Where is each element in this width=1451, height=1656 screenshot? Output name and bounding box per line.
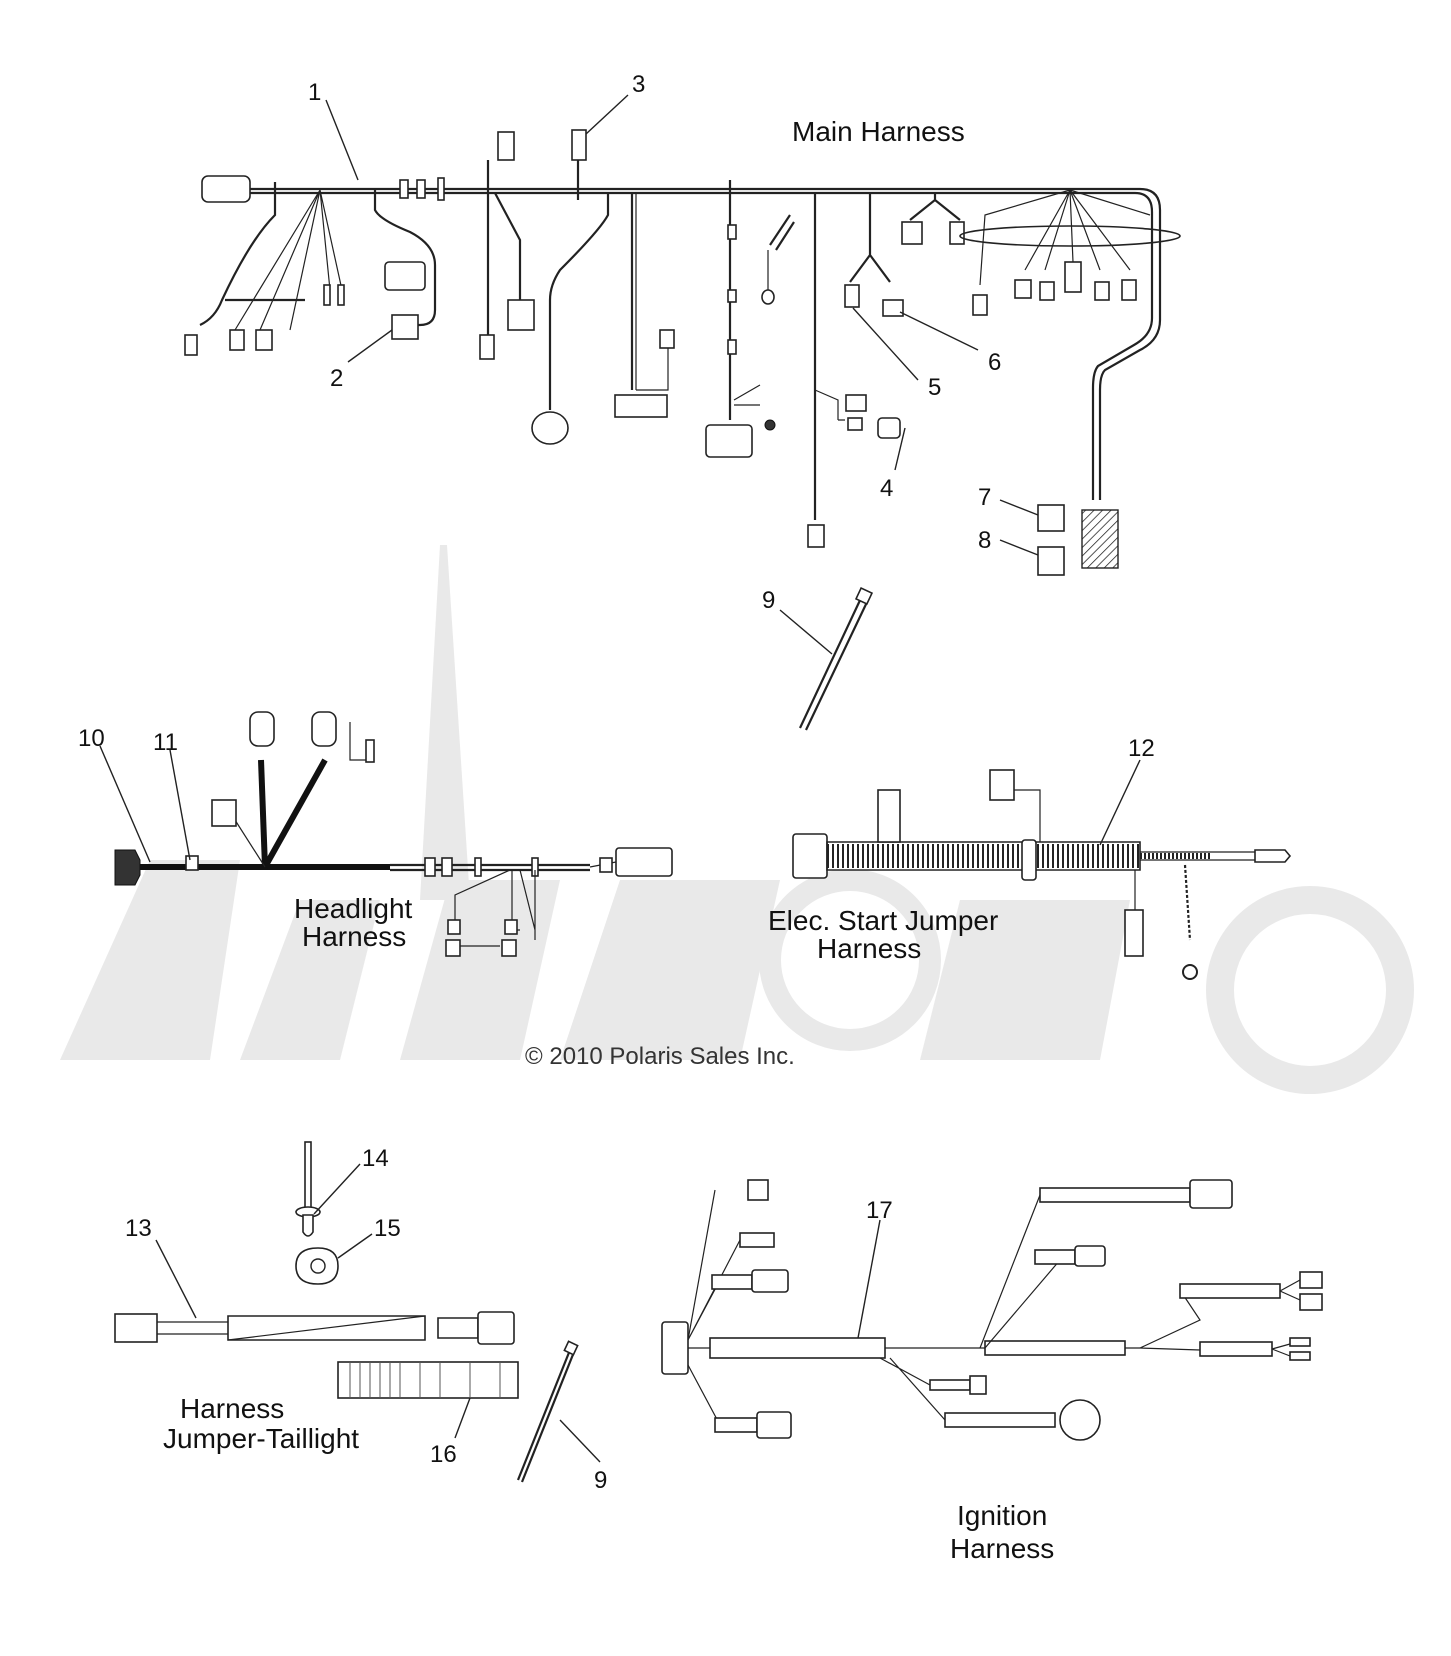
callout-11: 11 — [153, 729, 178, 756]
ignition-connector-c — [751, 1269, 789, 1293]
headlight-main-connector — [615, 847, 673, 877]
ignition-connector-top — [1189, 1179, 1233, 1209]
connector-mid-2 — [507, 299, 535, 331]
ground-block — [1081, 509, 1119, 569]
headlight-bulb-left — [249, 711, 275, 747]
switch-connector-a — [845, 394, 867, 412]
connector-mid-1 — [479, 334, 495, 360]
callout-9-upper: 9 — [762, 587, 775, 614]
copyright-notice: © 2010 Polaris Sales Inc. — [525, 1043, 795, 1070]
switch-connector-b — [847, 417, 863, 431]
ignition-title-1: Ignition — [957, 1500, 1047, 1531]
watermark — [60, 545, 1414, 1094]
connector-left-2 — [229, 329, 245, 351]
callout-14: 14 — [362, 1145, 389, 1172]
ignition-connector-d — [756, 1411, 792, 1439]
elec-start-relay — [877, 789, 901, 843]
connector-pair-a — [901, 221, 923, 245]
taillight-connector-right — [477, 1311, 515, 1345]
callout-3: 3 — [632, 71, 645, 98]
cable-tie-lower — [516, 1349, 572, 1481]
main-ecu-connector — [201, 175, 251, 203]
elec-start-connector — [792, 833, 828, 879]
elec-start-jumper-harness: Elec. Start Jumper Harness — [768, 769, 1292, 980]
item5-connector — [844, 284, 860, 308]
item8-relay — [1037, 546, 1065, 576]
fan-connector-1 — [972, 294, 988, 316]
main-harness: Main Harness — [184, 116, 1181, 576]
callout-8: 8 — [978, 527, 991, 554]
headlight-title-2: Harness — [302, 921, 406, 952]
fuse-1 — [323, 284, 331, 306]
elec-start-switch — [989, 769, 1015, 801]
callout-9-lower: 9 — [594, 1467, 607, 1494]
gauge-connector — [705, 424, 753, 458]
callout-5: 5 — [928, 374, 941, 401]
elec-start-title-1: Elec. Start Jumper — [768, 905, 998, 936]
elec-start-title-2: Harness — [817, 933, 921, 964]
callout-15: 15 — [374, 1215, 401, 1242]
elec-start-sleeve — [1021, 839, 1037, 881]
callout-16: 16 — [430, 1441, 457, 1468]
callout-13: 13 — [125, 1215, 152, 1242]
callout-6: 6 — [988, 349, 1001, 376]
callouts: 1 2 3 4 5 6 7 8 9 10 11 12 13 14 15 16 1… — [78, 71, 1155, 1494]
headlight-title-1: Headlight — [294, 893, 413, 924]
item4-sensor — [877, 417, 901, 439]
taillight-connector-left — [114, 1313, 158, 1343]
headlight-bulb-right — [311, 711, 337, 747]
callout-2: 2 — [330, 365, 343, 392]
ignition-sleeve — [709, 1337, 886, 1359]
ignition-connector-a — [747, 1179, 769, 1201]
taillight-title-2: Jumper-Taillight — [163, 1423, 359, 1454]
callout-1: 1 — [308, 79, 321, 106]
callout-4: 4 — [880, 475, 893, 502]
cdi-box — [614, 394, 668, 418]
ignition-switch — [1059, 1399, 1101, 1441]
main-harness-title: Main Harness — [792, 116, 965, 147]
connector-pair-b — [949, 221, 965, 245]
ignition-harness: Ignition Harness — [661, 1179, 1323, 1564]
regulator-connector — [384, 261, 426, 291]
ignition-connector-b — [739, 1232, 775, 1248]
item3-connector — [571, 129, 587, 161]
terminal-lug — [1254, 849, 1292, 863]
headlight-harness: Headlight Harness — [114, 711, 673, 957]
connector-left-1 — [184, 334, 198, 356]
ignition-title-2: Harness — [950, 1533, 1054, 1564]
item6-connector — [882, 299, 904, 317]
stator-connector — [531, 411, 569, 445]
elec-start-connector-b — [1124, 909, 1144, 957]
connector-bottom-mid — [807, 524, 825, 548]
relay-connector — [391, 314, 419, 340]
headlight-relay — [211, 799, 237, 827]
item7-relay — [1037, 504, 1065, 532]
taillight-jumper-harness: Harness Jumper-Taillight — [114, 1141, 579, 1483]
callout-10: 10 — [78, 725, 105, 752]
ignition-main-connector — [661, 1321, 689, 1375]
foam-tape — [337, 1361, 519, 1399]
callout-12: 12 — [1128, 735, 1155, 762]
connector-left-3 — [255, 329, 273, 351]
fuse-2 — [337, 284, 345, 306]
callout-7: 7 — [978, 484, 991, 511]
top-connector-a — [497, 131, 515, 161]
taillight-title-1: Harness — [180, 1393, 284, 1424]
callout-17: 17 — [866, 1197, 893, 1224]
cable-tie-upper — [799, 595, 863, 729]
